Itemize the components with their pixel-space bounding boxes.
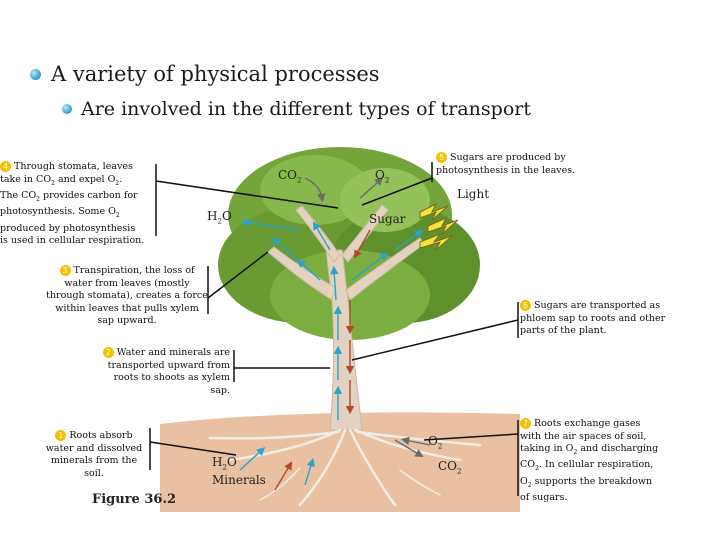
figure-caption: Figure 36.2 (92, 492, 177, 507)
bullet-dot-icon (30, 68, 41, 80)
co2-label: CO2 (278, 168, 302, 185)
light-label: Light (457, 187, 490, 201)
root-h2o-label: H2O (212, 455, 237, 472)
o2-label: O2 (375, 168, 390, 185)
roots (208, 428, 482, 507)
h2o-label: H2O (207, 209, 232, 226)
step-number-badge: 1 (55, 430, 67, 441)
light-bolt-icon (419, 202, 459, 251)
xylem-arrows (240, 218, 424, 420)
root-uptake-arrows (239, 436, 431, 491)
step-number-badge: 7 (520, 418, 531, 429)
main-bullet: A variety of physical processes (30, 62, 380, 86)
step-number-badge: 5 (436, 152, 447, 163)
main-bullet-text: A variety of physical processes (51, 62, 380, 86)
leader-lines (149, 177, 519, 456)
step-number-badge: 2 (102, 347, 114, 358)
sugar-label: Sugar (369, 212, 406, 226)
root-o2-label: O2 (428, 434, 443, 451)
step-number-badge: 4 (0, 161, 11, 172)
minerals-label: Minerals (212, 473, 266, 487)
sub-bullet-text: Are involved in the different types of t… (81, 98, 531, 120)
step-number-badge: 3 (59, 265, 71, 276)
root-co2-label: CO2 (438, 459, 462, 476)
bullet-dot-icon (62, 104, 72, 114)
phloem-arrows (345, 229, 371, 415)
sub-bullet: Are involved in the different types of t… (62, 98, 531, 120)
step-number-badge: 6 (520, 300, 531, 311)
gas-exchange-arrows (304, 177, 383, 203)
